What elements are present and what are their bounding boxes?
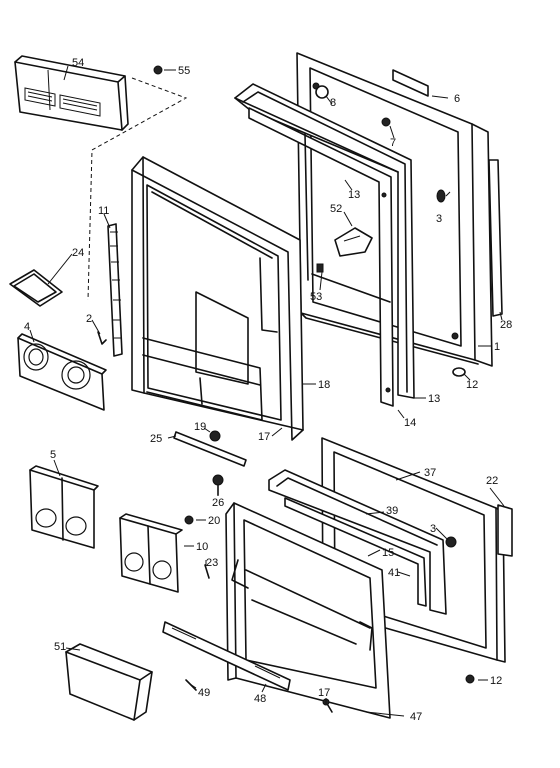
label-52: 52: [330, 203, 342, 215]
part-19-screw: [209, 430, 221, 442]
part-8-plug: [315, 85, 329, 99]
part-3-hinge-pin-lower: [445, 536, 457, 548]
label-26: 26: [212, 497, 224, 509]
label-49: 49: [198, 687, 210, 699]
label-48: 48: [254, 693, 266, 705]
part-20-screw: [184, 515, 194, 525]
part-2-clip: [97, 331, 107, 345]
label-37: 37: [424, 467, 436, 479]
part-54-dairy-shelf: [14, 55, 129, 131]
label-24: 24: [72, 247, 84, 259]
label-3-lower: 3: [430, 523, 436, 535]
label-13-lower: 13: [428, 393, 440, 405]
label-51: 51: [54, 641, 66, 653]
part-47-door-liner: [225, 502, 391, 719]
label-54: 54: [72, 57, 84, 69]
part-12-plug-lower: [465, 674, 475, 684]
leader-lines: [29, 65, 505, 717]
label-1: 1: [494, 341, 500, 353]
part-6-handle: [392, 69, 429, 97]
label-5: 5: [50, 449, 56, 461]
label-47: 47: [410, 711, 422, 723]
part-10-basket: [119, 513, 183, 593]
label-11: 11: [98, 205, 109, 217]
label-19: 19: [194, 421, 206, 433]
label-53: 53: [310, 291, 322, 303]
part-53-screw: [316, 263, 324, 273]
part-51-crisper-bin: [65, 643, 153, 721]
label-2: 2: [86, 313, 92, 325]
part-15-frame-strip: [284, 497, 427, 607]
label-12-lower: 12: [490, 675, 502, 687]
part-48-bar: [162, 621, 291, 691]
label-55: 55: [178, 65, 190, 77]
label-23: 23: [206, 557, 218, 569]
label-20: 20: [208, 515, 220, 527]
part-3-hinge-pin-upper: [436, 189, 446, 203]
label-6: 6: [454, 93, 460, 105]
label-15: 15: [382, 547, 394, 559]
part-4-basket: [17, 333, 107, 411]
part-55-screw: [153, 65, 163, 75]
label-22: 22: [486, 475, 498, 487]
label-28: 28: [500, 319, 512, 331]
part-18-door-liner: [131, 156, 304, 441]
label-18: 18: [318, 379, 330, 391]
part-7-screw: [381, 117, 391, 127]
part-number-labels: 54 55 8 6 7 13 3 52 53 11 24 2 4 28 1 12…: [24, 57, 512, 723]
label-13-upper: 13: [348, 189, 360, 201]
part-28-hinge-strip: [488, 159, 503, 317]
label-25: 25: [150, 433, 162, 445]
part-22-hinge: [497, 504, 513, 557]
part-52-clip: [334, 227, 373, 257]
part-14-liner-frame: [248, 107, 394, 407]
part-1-freezer-door: [296, 52, 493, 367]
label-39: 39: [386, 505, 398, 517]
label-17-upper: 17: [258, 431, 270, 443]
label-3-upper: 3: [436, 213, 442, 225]
label-41: 41: [388, 567, 400, 579]
part-11-shelf-rail: [107, 223, 123, 357]
label-8: 8: [330, 97, 336, 109]
label-14: 14: [404, 417, 416, 429]
label-17-lower: 17: [318, 687, 330, 699]
label-4: 4: [24, 321, 30, 333]
part-23-clip: [204, 564, 210, 579]
part-12-plug-upper: [452, 367, 466, 377]
part-5-basket: [29, 465, 99, 549]
part-24-egg-tray: [9, 269, 63, 307]
label-10: 10: [196, 541, 208, 553]
label-7: 7: [390, 137, 396, 149]
label-12-upper: 12: [466, 379, 478, 391]
part-39-gasket: [268, 469, 447, 615]
